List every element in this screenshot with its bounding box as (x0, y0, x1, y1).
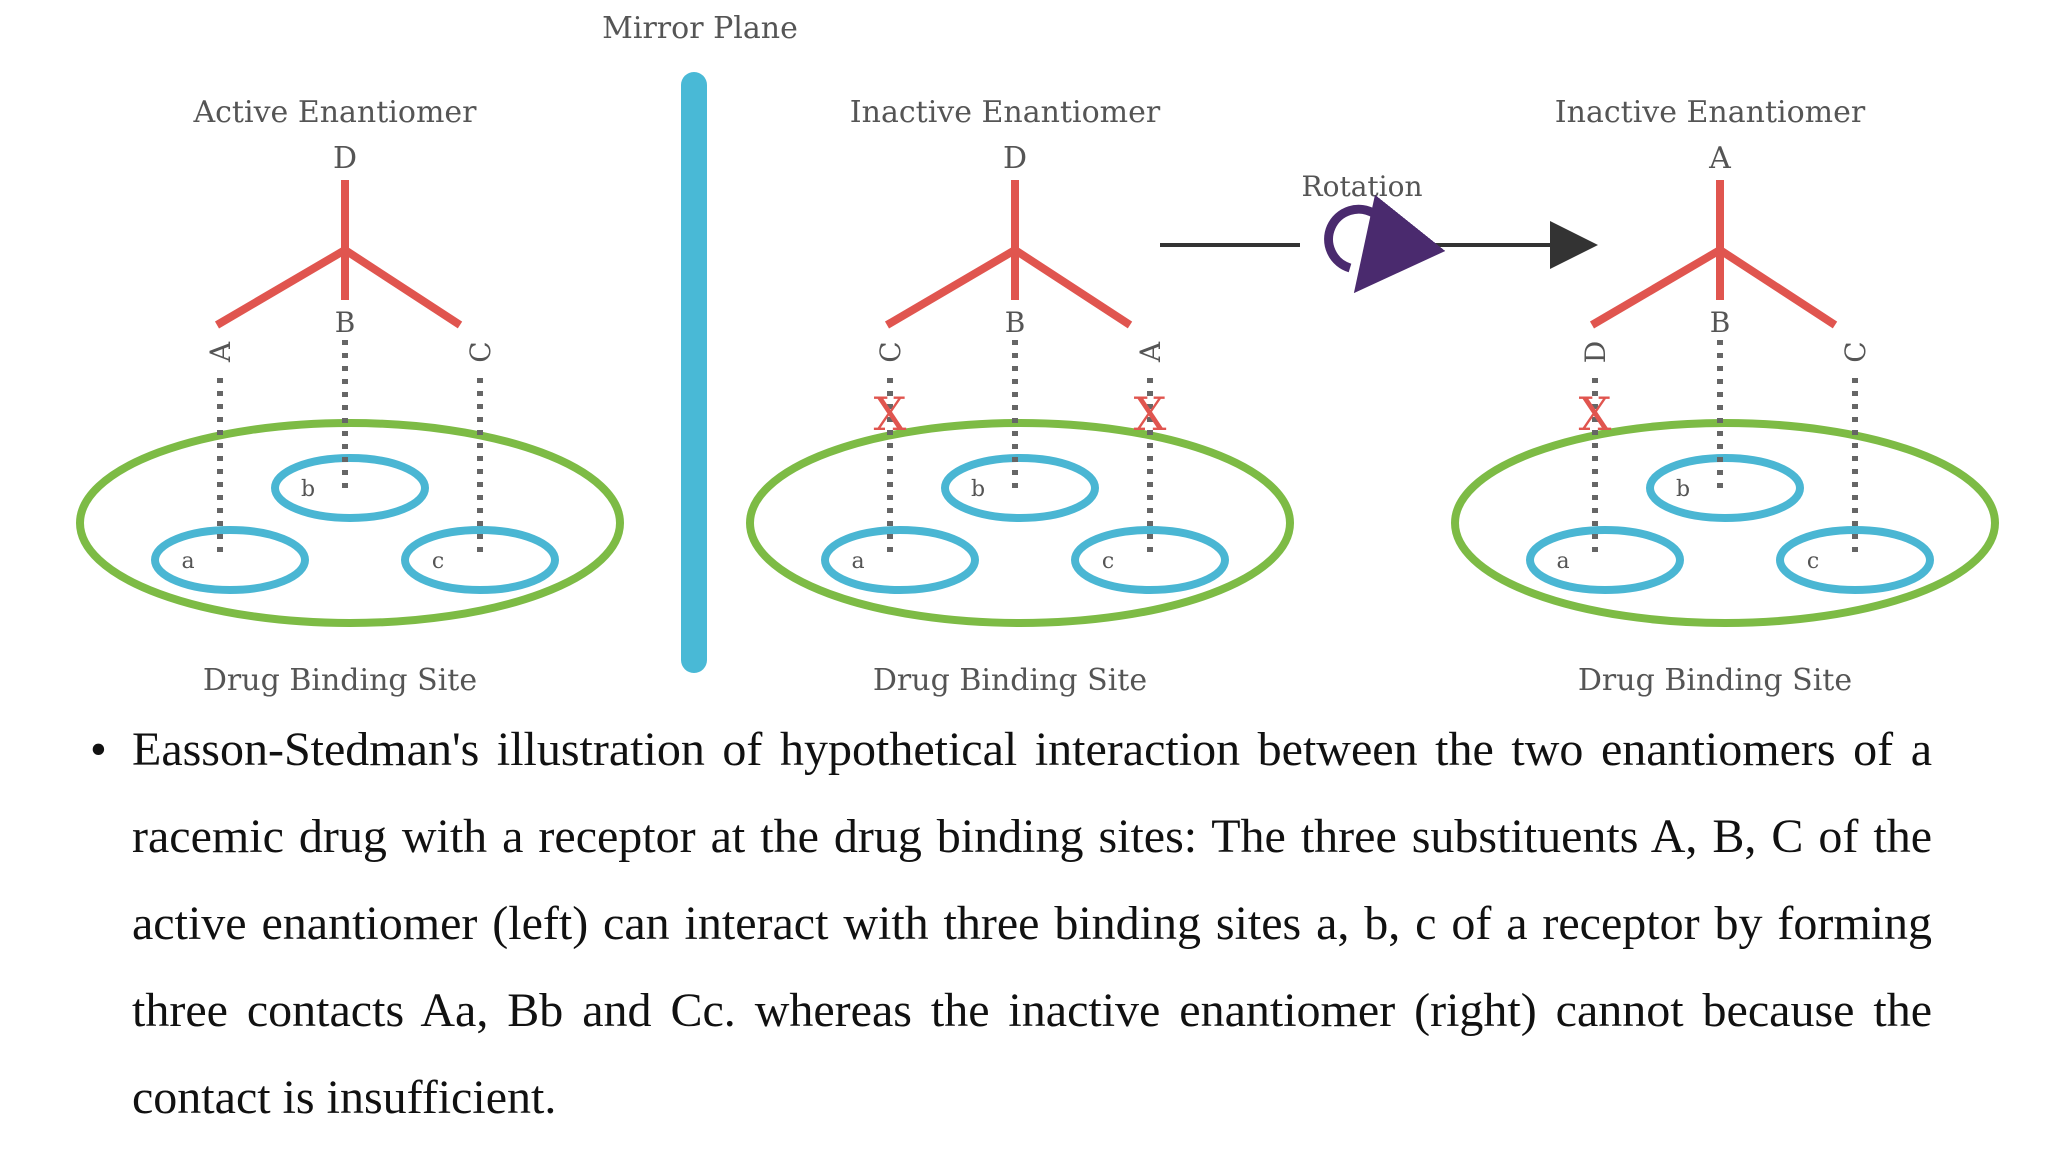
caption-text: Easson-Stedman's illustration of hypothe… (132, 723, 1932, 1124)
substituent-middle-label: B (1005, 306, 1026, 339)
receptor-outline (76, 419, 624, 627)
mismatch-mark: X (874, 387, 907, 441)
rotation-icon (1324, 194, 1446, 294)
panel-title: Active Enantiomer (192, 95, 477, 130)
panel-title: Inactive Enantiomer (850, 95, 1161, 130)
molecule-bond-right (1012, 246, 1133, 329)
substituent-left-label: C (874, 341, 907, 362)
binding-site-label-c: c (1807, 549, 1819, 574)
panel-title: Inactive Enantiomer (1555, 95, 1866, 130)
binding-site-label-a: a (181, 549, 194, 574)
binding-site-label-b: b (971, 477, 985, 502)
substituent-left-label: D (1579, 341, 1612, 363)
enantiomer-diagram: Mirror Plane Rotation Active EnantiomerD… (76, 11, 1999, 698)
drug-binding-site-label: Drug Binding Site (873, 663, 1147, 698)
receptor-outline (1451, 419, 1999, 627)
molecule-bond-left (884, 246, 1018, 329)
binding-site-label-a: a (1556, 549, 1569, 574)
substituent-middle-label: B (1710, 306, 1731, 339)
binding-site-b (271, 454, 429, 522)
binding-site-a (1526, 526, 1684, 594)
mismatch-mark: X (1579, 387, 1612, 441)
substituent-right-label: C (1839, 341, 1872, 362)
binding-site-c (1776, 526, 1934, 594)
rotation-label: Rotation (1302, 170, 1423, 203)
molecule-bond-left (214, 246, 348, 329)
receptor-outline (746, 419, 1294, 627)
substituent-top-label: D (333, 141, 357, 176)
binding-site-c (401, 526, 559, 594)
molecule-bond-right (1717, 246, 1838, 329)
substituent-middle-label: B (335, 306, 356, 339)
substituent-right-label: A (1134, 341, 1167, 363)
binding-site-label-b: b (1676, 477, 1690, 502)
substituent-right-label: C (464, 341, 497, 362)
binding-site-b (1646, 454, 1804, 522)
substituent-top-label: D (1003, 141, 1027, 176)
binding-site-label-b: b (301, 477, 315, 502)
substituent-left-label: A (204, 341, 237, 363)
drug-binding-site-label: Drug Binding Site (203, 663, 477, 698)
binding-site-label-c: c (432, 549, 444, 574)
binding-site-label-c: c (1102, 549, 1114, 574)
binding-site-c (1071, 526, 1229, 594)
binding-site-label-a: a (851, 549, 864, 574)
molecule-bond-right (342, 246, 463, 329)
bullet-point: • (90, 723, 107, 776)
drug-binding-site-label: Drug Binding Site (1578, 663, 1852, 698)
mismatch-mark: X (1134, 387, 1167, 441)
binding-site-a (821, 526, 979, 594)
binding-site-b (941, 454, 1099, 522)
substituent-top-label: A (1708, 141, 1731, 176)
mirror-plane-label: Mirror Plane (602, 11, 798, 46)
molecule-bond-left (1589, 246, 1723, 329)
binding-site-a (151, 526, 309, 594)
